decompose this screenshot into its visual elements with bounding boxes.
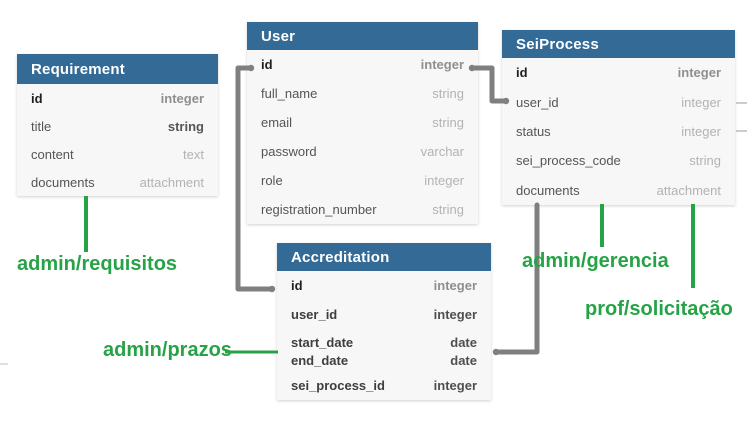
field-row: end_date date [277,353,491,371]
field-type: attachment [656,182,721,198]
field-row: content text [17,140,218,168]
field-type: string [167,118,204,134]
table-requirement[interactable]: Requirement id integer title string cont… [17,54,218,196]
route-label-gerencia: admin/gerencia [522,250,669,272]
field-row: id integer [17,84,218,112]
field-row: sei_process_id integer [277,371,491,400]
field-row: title string [17,112,218,140]
field-type: integer [160,90,204,106]
field-type: integer [681,123,721,139]
field-name: registration_number [261,202,377,217]
field-name: id [31,90,43,106]
field-row: documents attachment [17,168,218,196]
table-seiprocess[interactable]: SeiProcess id integer user_id integer st… [502,30,735,205]
route-label-prazos: admin/prazos [103,339,232,361]
field-type: string [432,202,464,217]
field-row: user_id integer [502,87,735,116]
field-type: date [450,335,477,350]
field-name: user_id [516,94,559,110]
table-accreditation[interactable]: Accreditation id integer user_id integer… [277,243,491,400]
field-row: id integer [277,271,491,300]
field-name: role [261,173,283,188]
field-type: integer [433,278,477,293]
field-row: status integer [502,117,735,146]
connector-endpoint [492,348,500,356]
field-row: start_date date [277,329,491,353]
field-row: role integer [247,166,478,195]
table-user-title: User [247,22,478,50]
field-type: varchar [420,144,464,159]
field-type: integer [433,378,477,393]
field-type: attachment [139,174,204,190]
table-accreditation-rows: id integer user_id integer start_date da… [277,271,491,400]
field-row: sei_process_code string [502,146,735,175]
field-name: sei_process_id [291,378,385,393]
field-name: id [291,278,303,293]
field-name: content [31,146,74,162]
field-type: string [432,115,464,130]
table-user-rows: id integer full_name string email string… [247,50,478,224]
field-type: integer [420,57,464,72]
field-type: integer [433,307,477,322]
field-row: id integer [247,50,478,79]
field-type: integer [681,94,721,110]
field-name: documents [516,182,580,198]
route-label-solicitacao: prof/solicitação [585,298,733,320]
table-seiprocess-rows: id integer user_id integer status intege… [502,58,735,205]
field-type: integer [424,173,464,188]
field-row: password varchar [247,137,478,166]
table-user[interactable]: User id integer full_name string email s… [247,22,478,224]
field-type: string [689,153,721,169]
field-row: user_id integer [277,300,491,329]
field-name: id [261,57,273,72]
field-name: email [261,115,293,130]
field-row: full_name string [247,79,478,108]
field-type: date [450,353,477,368]
field-name: title [31,118,52,134]
field-name: status [516,123,551,139]
route-label-requisitos: admin/requisitos [17,253,178,275]
field-name: sei_process_code [516,153,621,169]
field-row: registration_number string [247,195,478,224]
connector-endpoint [268,285,276,293]
field-name: user_id [291,307,338,322]
field-type: text [183,146,204,162]
table-accreditation-title: Accreditation [277,243,491,271]
field-name: password [261,144,317,159]
table-requirement-title: Requirement [17,54,218,84]
field-type: integer [677,65,721,81]
field-row: documents attachment [502,176,735,205]
table-requirement-rows: id integer title string content text doc… [17,84,218,196]
connector-seiprocess-accreditation [493,202,540,355]
field-name: id [516,65,528,81]
field-row: email string [247,108,478,137]
field-type: string [432,86,464,101]
field-name: end_date [291,353,349,368]
table-seiprocess-title: SeiProcess [502,30,735,58]
field-row: id integer [502,58,735,87]
field-name: full_name [261,86,318,101]
field-name: documents [31,174,95,190]
field-name: start_date [291,335,354,350]
